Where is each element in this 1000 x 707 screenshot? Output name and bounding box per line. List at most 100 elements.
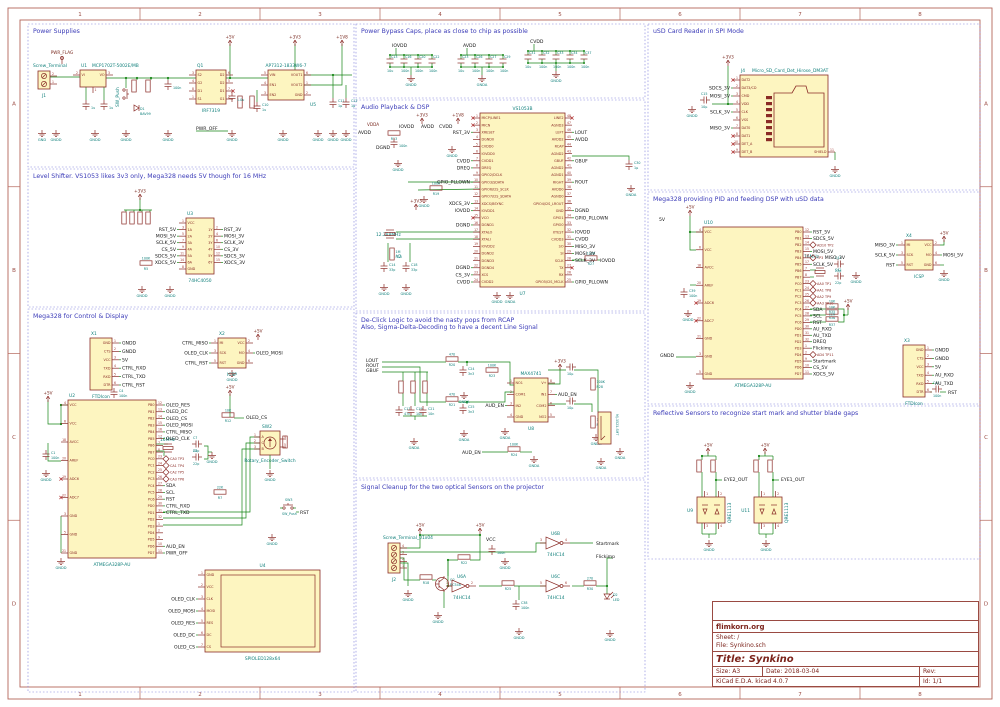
gnd-symbol-GNDD[interactable]: GNDD — [760, 540, 772, 552]
capacitor-c[interactable]: 100n — [488, 545, 506, 555]
gnd-symbol-GNDD[interactable]: GNDD — [50, 130, 62, 142]
gnd-symbol-GNDD[interactable]: GNDD — [327, 130, 339, 142]
power-symbol-+5V[interactable]: +5V — [760, 443, 770, 455]
net-label-Startmark[interactable]: Startmark — [596, 541, 619, 547]
net-label-Flickimp[interactable]: Flickimp — [596, 554, 615, 560]
resistor-R22[interactable]: R22 — [457, 554, 471, 565]
power-symbol-+5V[interactable]: +5V — [475, 523, 485, 535]
power-flag[interactable]: PWR_FLAG — [51, 50, 74, 64]
resistor-r[interactable] — [696, 459, 702, 473]
net-label-EYE2_OUT[interactable]: EYE2_OUT — [724, 477, 748, 483]
gnd-symbol-GNDD[interactable]: GNDD — [682, 310, 694, 322]
resistor-r[interactable] — [129, 211, 135, 225]
gnd-symbol-GNDA[interactable]: GNDA — [615, 448, 626, 460]
power-symbol-+1V8[interactable]: +1V8 — [452, 113, 464, 125]
gnd-symbol-GNDA[interactable]: GNDA — [500, 428, 511, 440]
capacitor-c[interactable]: 100n — [390, 138, 408, 148]
capacitor-c[interactable]: 1u — [100, 100, 114, 110]
audio-jack[interactable]: MJ-3523-SMT — [597, 411, 619, 445]
gnd-symbol-GNDD[interactable]: GNDD — [136, 286, 148, 298]
ic-U4[interactable]: U4SPIOLED128x641GND2VCC3CLKOLED_CLK4MOSI… — [168, 563, 321, 662]
net-label-LOUT[interactable]: LOUT — [366, 358, 378, 364]
gnd-symbol-GNDD[interactable]: GNDD — [89, 130, 101, 142]
power-symbol-+5V[interactable]: +5V — [843, 299, 853, 311]
power-symbol-+5V[interactable]: +5V — [43, 391, 53, 403]
ic-X2[interactable]: X2ICSP1MICTRL_MISO3SCKOLED_CLK5RSTCTRL_R… — [182, 331, 283, 378]
resistor-r[interactable] — [422, 380, 428, 394]
resistor-r[interactable] — [398, 380, 404, 394]
net-label-EYE1_OUT[interactable]: EYE1_OUT — [781, 477, 805, 483]
capacitor-c[interactable]: 1u — [82, 100, 96, 110]
field-label-16MHz[interactable]: 16MHz — [804, 254, 820, 260]
gnd-symbol-GNDD[interactable]: GNDD — [703, 540, 715, 552]
resistor-r[interactable] — [237, 95, 243, 109]
gnd-symbol-GNDD[interactable]: GNDD — [938, 270, 950, 282]
net-label-PWR_OFF[interactable]: PWR_OFF — [196, 126, 218, 132]
power-symbol-+3V3[interactable]: +3V3 — [410, 199, 422, 211]
gnd-symbol-GNDD[interactable]: GNDD — [684, 382, 696, 394]
gnd-symbol-GNDD[interactable]: GNDD — [418, 196, 430, 208]
net-label-OLED_CS[interactable]: OLED_CS — [246, 415, 267, 421]
capacitor-c[interactable]: 10µ — [566, 397, 576, 411]
net-label-5V[interactable]: 5V — [659, 217, 666, 223]
switch-SW_Push[interactable] — [122, 88, 129, 100]
gnd-symbol-GNDD[interactable]: GNDD — [120, 130, 132, 142]
net-label-DGND[interactable]: DGND — [376, 145, 391, 151]
net-label-GNDD[interactable]: GNDD — [660, 353, 675, 359]
bypass-cap-row-CVDD[interactable]: CVDDC3110uC32100nC33100nC34100nC37100nGN… — [524, 39, 592, 83]
field-label-SW_Push[interactable]: SW_Push — [115, 87, 121, 107]
gnd-symbol-GNDA[interactable]: GNDA — [409, 438, 420, 450]
power-symbol-+5V[interactable]: +5V — [685, 205, 695, 217]
gnd-symbol-GNDD[interactable]: GNDD — [55, 558, 67, 570]
resistor-r[interactable] — [121, 211, 127, 225]
gnd-symbol-GNDA[interactable]: GNDA — [505, 292, 516, 304]
gnd-symbol-GNDD[interactable]: GNDD — [226, 370, 238, 382]
ic-U3[interactable]: U374HC40501VCC31ARST_5V52AMOSI_5V73ASCLK… — [155, 211, 246, 284]
gnd-symbol-GNDA[interactable]: GNDA — [459, 392, 470, 404]
resistor-R18[interactable]: R18 — [419, 574, 433, 585]
gnd-symbol-GND[interactable]: GND — [38, 130, 46, 142]
net-label-VCC[interactable]: VCC — [486, 537, 496, 543]
net-label-IOVDD[interactable]: IOVDD — [399, 124, 415, 130]
resistor-r[interactable] — [137, 211, 143, 225]
gnd-symbol-GNDD[interactable]: GNDD — [432, 612, 444, 624]
resistor-r[interactable] — [710, 459, 716, 473]
ic-U10[interactable]: U10ATMEGA328P-AU4VCC6VCC18AVCC20AREF19AD… — [694, 220, 846, 389]
gnd-symbol-GNDA[interactable]: GNDA — [626, 185, 637, 197]
power-symbol-+5V[interactable]: +5V — [225, 385, 235, 397]
gnd-symbol-GNDD[interactable]: GNDD — [829, 166, 841, 178]
field-label-12.288MHz[interactable]: 12.288MHz — [376, 232, 401, 238]
gnd-symbol-GNDD[interactable]: GNDD — [491, 292, 503, 304]
resistor-r[interactable] — [767, 459, 773, 473]
crystal-1[interactable] — [384, 229, 396, 239]
gnd-symbol-GNDD[interactable]: GNDD — [264, 470, 276, 482]
